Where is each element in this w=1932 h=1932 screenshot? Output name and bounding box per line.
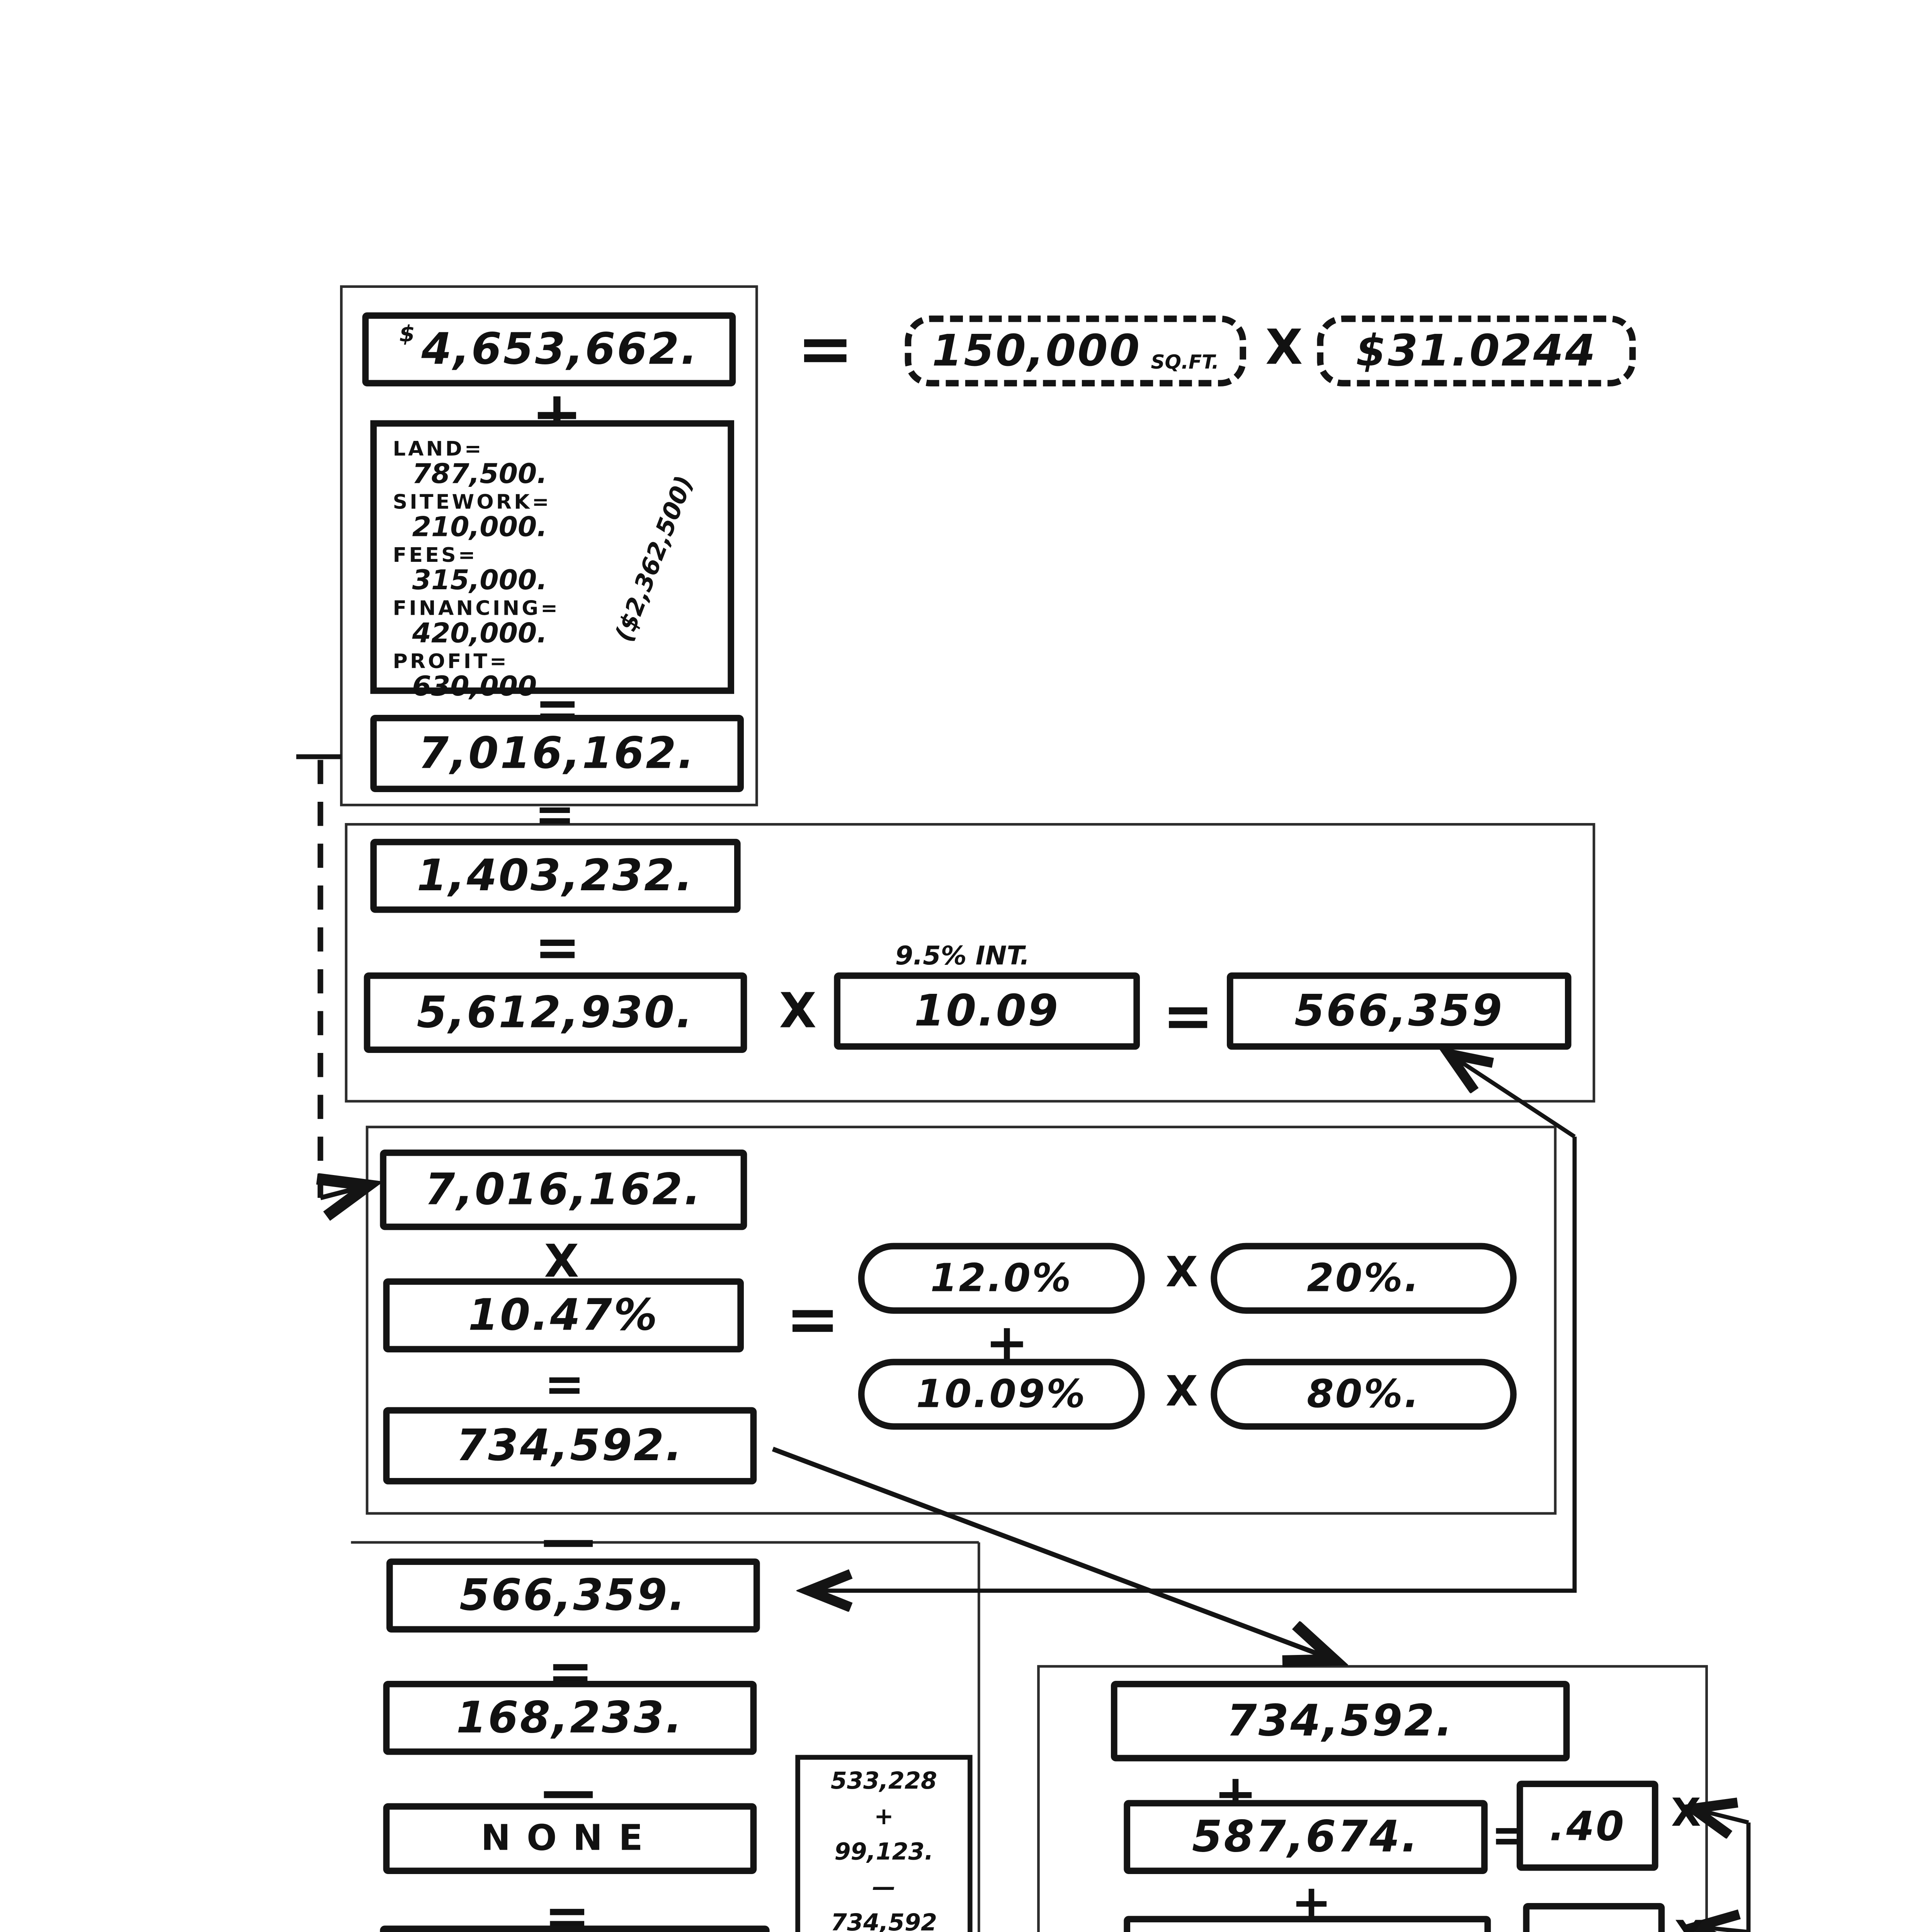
cost-item-value: 420,000. xyxy=(412,618,548,651)
cost-item-value: 315,000. xyxy=(412,565,548,597)
equity-share-box: 20%. xyxy=(1211,1243,1517,1314)
times-operator: X xyxy=(779,983,817,1040)
tax-worksheet-box: 533,228 + 99,123. — 734,592 = -102,241. … xyxy=(795,1755,973,1932)
cost-item-value: 210,000. xyxy=(412,512,548,544)
times-operator: X xyxy=(1265,320,1303,377)
cost-item-value: 787,500. xyxy=(412,459,548,491)
cost-item-label: PROFIT= xyxy=(393,649,509,673)
building-percent-box: .10 xyxy=(1523,1903,1665,1932)
building-cost-box: $ 4,653,662. xyxy=(362,312,736,387)
times-operator: X xyxy=(1165,1249,1198,1298)
equity-box: 1,403,232. xyxy=(370,838,741,913)
dollar-sign: $ xyxy=(399,322,417,348)
cost-item-label: FEES= xyxy=(393,543,478,567)
equals-operator: = xyxy=(544,1357,585,1414)
worksheet-line: 99,123. xyxy=(834,1840,934,1866)
equals-operator: = xyxy=(797,309,854,388)
mortgage-constant-box: 10.09 xyxy=(834,972,1140,1050)
equals-operator: = xyxy=(1162,980,1214,1051)
times-operator: X xyxy=(1165,1368,1198,1417)
debt-service-box: 566,359 xyxy=(1227,972,1571,1050)
equals-operator: = xyxy=(544,1885,590,1932)
worksheet-line: — xyxy=(872,1875,896,1901)
connector-debt-service-up-arrow xyxy=(1452,1056,1576,1139)
connector-pct10-arrow xyxy=(1700,1927,1749,1932)
worksheet-line: 734,592 xyxy=(830,1910,937,1932)
equals-operator: = xyxy=(534,916,581,981)
site-area-value: 150,000 xyxy=(932,326,1141,376)
price-per-sf-box: $31.0244 xyxy=(1317,315,1636,387)
times-operator: X xyxy=(1674,1916,1704,1932)
equals-operator: = xyxy=(534,787,575,844)
mortgage-rate-box: 10.09% xyxy=(858,1359,1145,1430)
cost-item-label: SITEWORK= xyxy=(393,489,551,514)
soft-costs-box: LAND= 787,500. SITEWORK= 210,000. FEES= … xyxy=(370,420,735,703)
cost-item-label: FINANCING= xyxy=(393,595,560,620)
times-operator: X xyxy=(1671,1790,1701,1836)
blended-rate-box: 10.47% xyxy=(383,1278,744,1353)
noi-repeat-box: 734,592. xyxy=(1111,1681,1570,1762)
cost-item-label: LAND= xyxy=(393,436,484,461)
total-cost-box: 7,016,162. xyxy=(370,715,744,793)
debt-service-repeat-box: 566,359. xyxy=(386,1558,760,1633)
cost-item-value: 630,000 xyxy=(412,671,537,704)
times-operator: X xyxy=(544,1235,579,1288)
mortgage-share-box: 80%. xyxy=(1211,1359,1517,1430)
vacancy-box: NONE xyxy=(383,1803,757,1874)
worksheet-line: 533,228 xyxy=(830,1770,937,1796)
connector-total-cost-arrow xyxy=(320,1187,364,1198)
land-percent-box: .40 xyxy=(1517,1781,1658,1871)
total-cost-repeat-box: 7,016,162. xyxy=(380,1150,747,1230)
building-income-box: 146,918. xyxy=(1124,1916,1491,1932)
mortgage-box: 5,612,930. xyxy=(364,972,747,1053)
connector-required-income xyxy=(772,1447,1330,1658)
worksheet-line: + xyxy=(874,1805,894,1831)
interest-rate-note: 9.5% INT. xyxy=(895,940,1030,971)
cash-throw-off-box: 168,233. xyxy=(383,1681,757,1755)
building-cost-value: 4,653,662. xyxy=(421,324,699,374)
equals-operator: = xyxy=(786,1283,840,1357)
site-area-unit: SQ.FT. xyxy=(1151,351,1219,374)
cash-flow-box: 168,233 xyxy=(380,1925,770,1932)
required-income-box: 734,592. xyxy=(383,1407,757,1485)
equity-rate-box: 12.0% xyxy=(858,1243,1145,1314)
land-income-box: 587,674. xyxy=(1124,1800,1488,1874)
site-area-box: 150,000 SQ.FT. xyxy=(905,315,1247,387)
connector-pct40-arrow xyxy=(1697,1810,1749,1822)
